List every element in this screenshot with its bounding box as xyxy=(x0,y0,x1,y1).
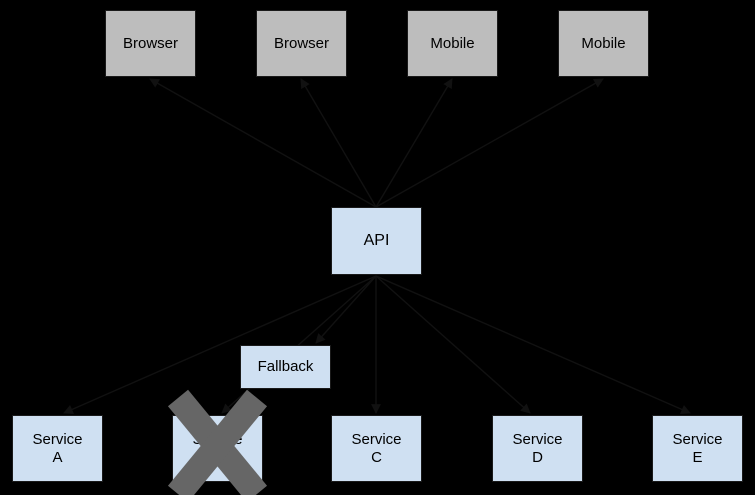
client-node-mobile1[interactable]: Mobile xyxy=(407,10,498,77)
gateway-node-api[interactable]: API xyxy=(331,207,422,275)
edge-api-to-serviceD xyxy=(375,275,531,414)
client-node-mobile2[interactable]: Mobile xyxy=(558,10,649,77)
edge-api-to-browser1 xyxy=(149,78,377,208)
edge-api-to-mobile2 xyxy=(375,78,604,208)
fallback-node-label: Fallback xyxy=(257,358,314,376)
edge-api-to-mobile1 xyxy=(375,78,453,208)
edge-group xyxy=(63,78,691,414)
service-node-serviceC-label: Service C xyxy=(351,430,402,466)
client-node-mobile2-label: Mobile xyxy=(581,34,626,52)
edge-api-to-serviceE xyxy=(375,275,691,414)
client-node-mobile1-label: Mobile xyxy=(430,34,475,52)
edge-api-to-serviceA xyxy=(63,275,377,414)
service-node-serviceD-label: Service D xyxy=(512,430,563,466)
client-node-browser1[interactable]: Browser xyxy=(105,10,196,77)
edge-api-to-browser2 xyxy=(300,78,377,208)
gateway-node-api-label: API xyxy=(363,231,390,249)
service-node-serviceE-label: Service E xyxy=(672,430,723,466)
service-node-serviceA-label: Service A xyxy=(32,430,83,466)
fallback-node[interactable]: Fallback xyxy=(240,345,331,389)
service-node-serviceA[interactable]: Service A xyxy=(12,415,103,482)
client-node-browser2-label: Browser xyxy=(273,34,329,52)
service-node-serviceC[interactable]: Service C xyxy=(331,415,422,482)
client-node-browser1-label: Browser xyxy=(122,34,178,52)
client-node-browser2[interactable]: Browser xyxy=(256,10,347,77)
service-node-serviceB[interactable]: Service B xyxy=(172,415,263,482)
service-node-serviceE[interactable]: Service E xyxy=(652,415,743,482)
service-node-serviceD[interactable]: Service D xyxy=(492,415,583,482)
edge-api-to-fallback xyxy=(315,275,377,344)
service-node-serviceB-label: Service B xyxy=(192,430,243,466)
